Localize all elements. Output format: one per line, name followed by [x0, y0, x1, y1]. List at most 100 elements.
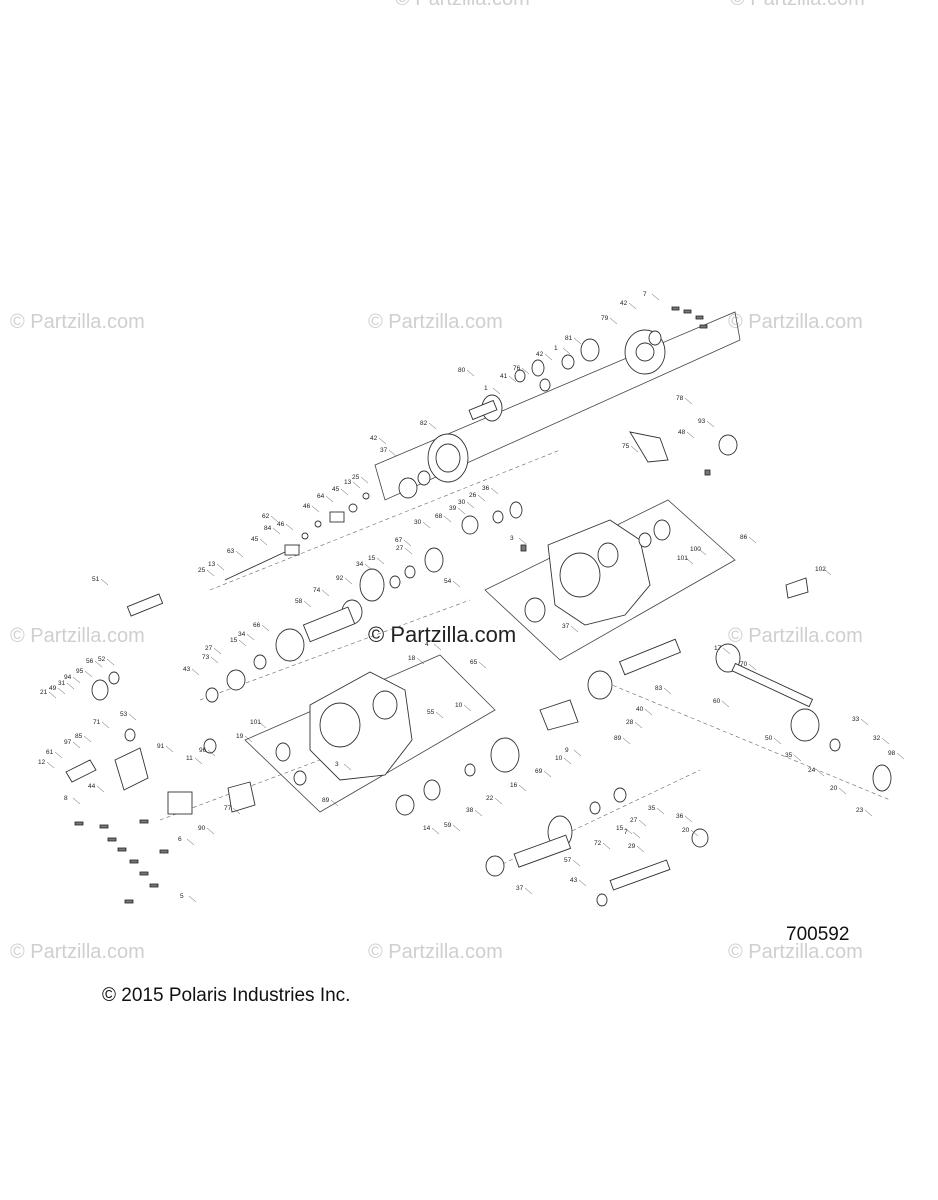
- part-number-callout: 1: [554, 345, 558, 352]
- callout-leader-line: [311, 505, 320, 513]
- part-number-callout: 86: [740, 534, 748, 541]
- part-number-callout: 36: [676, 813, 684, 820]
- bracket: [227, 781, 256, 813]
- callout-leader-line: [285, 523, 294, 531]
- part-number-callout: 63: [227, 548, 235, 555]
- output-shaft: [618, 638, 682, 676]
- watermark-text: © Partzilla.com: [10, 625, 145, 647]
- bearing: [691, 828, 709, 848]
- part-number-callout: 80: [458, 367, 466, 374]
- callout-leader-line: [101, 721, 110, 729]
- bolt: [159, 849, 169, 854]
- part-number-callout: 4: [425, 641, 429, 648]
- part-number-callout: 56: [86, 658, 94, 665]
- part-number-callout: 55: [427, 709, 435, 716]
- washer: [301, 532, 309, 540]
- part-number-callout: 64: [317, 493, 325, 500]
- shift-fork: [284, 544, 300, 556]
- bolt: [139, 819, 149, 824]
- callout-leader-line: [376, 557, 385, 565]
- callout-leader-line: [570, 625, 579, 633]
- coupler-sleeve: [790, 708, 820, 742]
- callout-leader-line: [478, 661, 487, 669]
- callout-leader-line: [213, 647, 222, 655]
- callout-leader-line: [321, 589, 330, 597]
- bolt: [99, 824, 109, 829]
- part-number-callout: 6: [178, 836, 182, 843]
- gear-cluster: [514, 369, 526, 383]
- part-number-callout: 62: [262, 513, 270, 520]
- callout-leader-line: [602, 842, 611, 850]
- gear-cluster: [531, 359, 545, 377]
- part-number-callout: 12: [38, 759, 46, 766]
- part-number-callout: 37: [380, 447, 388, 454]
- callout-leader-line: [216, 563, 225, 571]
- callout-leader-line: [663, 687, 672, 695]
- part-number-callout: 41: [500, 373, 508, 380]
- axis-line: [209, 449, 561, 591]
- callout-leader-line: [492, 387, 501, 395]
- top-hardware: [520, 306, 711, 552]
- callout-leader-line: [477, 494, 486, 502]
- part-number-callout: 57: [564, 857, 572, 864]
- part-number-callout: 21: [40, 689, 48, 696]
- part-number-callout: 51: [92, 576, 100, 583]
- part-number-callout: 65: [470, 659, 478, 666]
- callout-leader-line: [823, 568, 832, 576]
- bearing: [509, 501, 523, 519]
- watermark-text: © Partzilla.com: [10, 941, 145, 963]
- callout-leader-line: [364, 563, 373, 571]
- part-number-callout: 1: [484, 385, 488, 392]
- part-number-callout: 46: [303, 503, 311, 510]
- bolt: [107, 837, 117, 842]
- callout-leader-line: [128, 713, 137, 721]
- part-number-callout: 42: [620, 300, 628, 307]
- bolt: [695, 315, 704, 320]
- case-bore: [559, 552, 601, 598]
- part-number-callout: 36: [482, 485, 490, 492]
- part-number-callout: 74: [313, 587, 321, 594]
- callout-leader-line: [524, 887, 533, 895]
- callout-leader-line: [186, 838, 195, 846]
- bracket: [114, 747, 149, 791]
- part-number-callout: 43: [183, 666, 191, 673]
- callout-leader-line: [578, 879, 587, 887]
- part-number-callout: 8: [64, 795, 68, 802]
- actuator: [718, 434, 738, 456]
- callout-leader-line: [188, 895, 197, 903]
- part-number-callout: 91: [157, 743, 165, 750]
- bolt: [683, 309, 692, 314]
- callout-leader-line: [686, 431, 695, 439]
- part-number-callout: 49: [49, 685, 57, 692]
- washer: [389, 575, 401, 589]
- watermarks: © Partzilla.com © Partzilla.com © Partzi…: [10, 0, 865, 963]
- part-number-callout: 9: [565, 747, 569, 754]
- part-number-callout: 90: [198, 825, 206, 832]
- washer: [492, 510, 504, 524]
- callout-leader-line: [466, 369, 475, 377]
- callout-leader-line: [428, 422, 437, 430]
- callout-leader-line: [378, 437, 387, 445]
- part-number-callout: 3: [335, 761, 339, 768]
- part-number-callout: 38: [466, 807, 474, 814]
- callout-leader-line: [388, 449, 397, 457]
- bolt: [74, 821, 84, 826]
- callout-leader-line: [508, 375, 517, 383]
- chain: [359, 568, 385, 602]
- part-number-callout: 15: [616, 825, 624, 832]
- bearing: [596, 893, 608, 907]
- oil-pump-rotor: [395, 794, 415, 816]
- part-number-callout: 11: [186, 755, 193, 762]
- callout-leader-line: [624, 827, 633, 835]
- part-number-callout: 96: [199, 747, 207, 754]
- callout-leader-line: [452, 824, 461, 832]
- part-number-callout: 34: [356, 561, 364, 568]
- seal: [587, 670, 613, 700]
- detent-ball: [362, 492, 370, 500]
- callout-leader-line: [431, 827, 440, 835]
- callout-leader-line: [57, 687, 66, 695]
- callout-leader-line: [330, 799, 339, 807]
- callout-leader-line: [773, 737, 782, 745]
- bolt: [129, 859, 139, 864]
- part-number-callout: 50: [765, 735, 773, 742]
